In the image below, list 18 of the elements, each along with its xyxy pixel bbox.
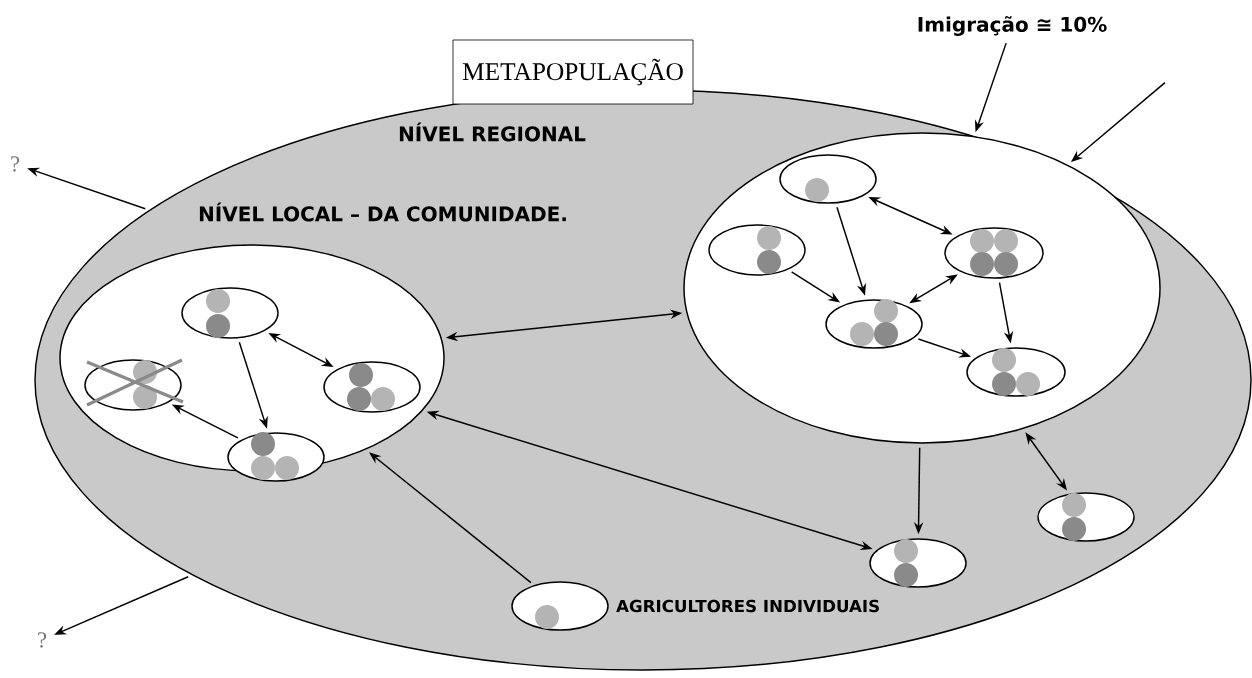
population-ellipse bbox=[966, 347, 1066, 397]
level-heading: NÍVEL REGIONAL bbox=[399, 122, 586, 142]
population-ellipse bbox=[825, 299, 923, 349]
node-label: AGRICULTORES INDIVIDUAIS bbox=[616, 599, 879, 613]
question-mark: ? bbox=[11, 156, 20, 172]
population-ellipse bbox=[779, 154, 877, 204]
population-ellipse bbox=[869, 538, 967, 588]
level-heading: NÍVEL LOCAL – DA COMUNIDADE. bbox=[199, 202, 566, 222]
population-ellipse bbox=[944, 227, 1044, 279]
title-box: METAPOPULAÇÃO bbox=[452, 39, 694, 105]
population-ellipse bbox=[323, 361, 421, 413]
arrow bbox=[369, 452, 532, 584]
population-ellipse bbox=[181, 287, 279, 339]
question-mark: ? bbox=[38, 632, 47, 648]
population-ellipse bbox=[708, 224, 806, 276]
population-ellipse bbox=[227, 432, 325, 482]
population-ellipse bbox=[1037, 492, 1135, 542]
annotation: Imigração ≅ 10% bbox=[918, 16, 1107, 36]
